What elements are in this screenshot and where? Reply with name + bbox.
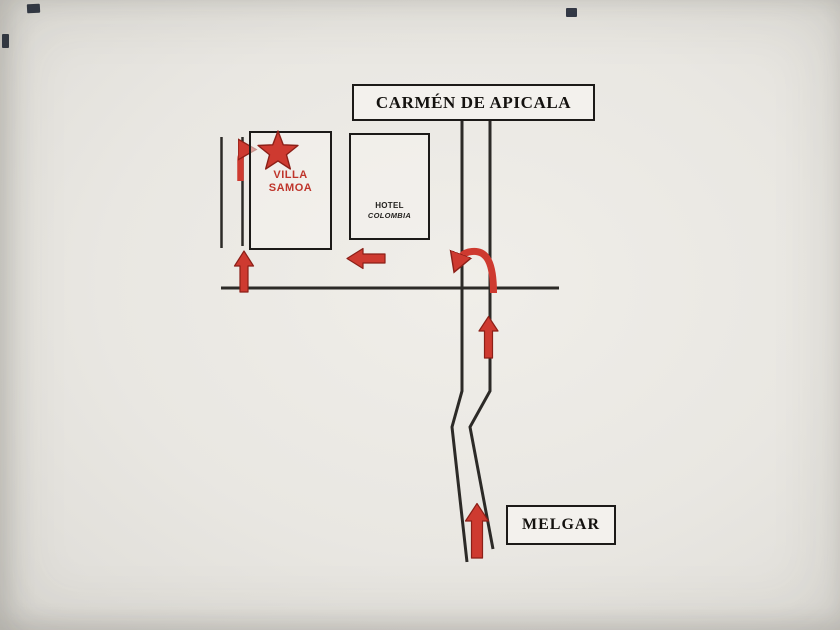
go-north-mid-arrow bbox=[478, 315, 499, 359]
destination-star-icon bbox=[253, 128, 303, 176]
hotel-colombia-building bbox=[349, 133, 430, 240]
scan-artifact-mark bbox=[566, 8, 577, 17]
go-north-from-melgar-arrow bbox=[464, 502, 490, 559]
villa-label-line2: SAMOA bbox=[268, 182, 313, 194]
u-turn-left-arrow bbox=[456, 247, 497, 294]
villa-label-line1: VILLA bbox=[273, 169, 308, 181]
villa-samoa-label: VILLA SAMOA bbox=[249, 169, 332, 195]
turn-up-left-street-arrow bbox=[233, 250, 255, 293]
scan-artifact-mark bbox=[2, 34, 9, 48]
town-title-box: CARMÉN DE APICALA bbox=[352, 84, 595, 121]
star-shape bbox=[257, 130, 299, 170]
hotel-label-line2: COLOMBIA bbox=[367, 210, 412, 220]
melgar-origin-box: MELGAR bbox=[506, 505, 616, 545]
hotel-label-line1: HOTEL bbox=[375, 201, 404, 210]
main-road-west-edge bbox=[450, 121, 469, 563]
town-title-label: CARMÉN DE APICALA bbox=[375, 92, 572, 112]
turn-right-into-villa-arrow bbox=[237, 150, 252, 181]
melgar-label: MELGAR bbox=[522, 516, 600, 533]
hotel-colombia-label: HOTEL COLOMBIA bbox=[349, 201, 430, 220]
main-road-east-edge bbox=[468, 121, 495, 550]
go-west-arrow bbox=[346, 247, 386, 270]
